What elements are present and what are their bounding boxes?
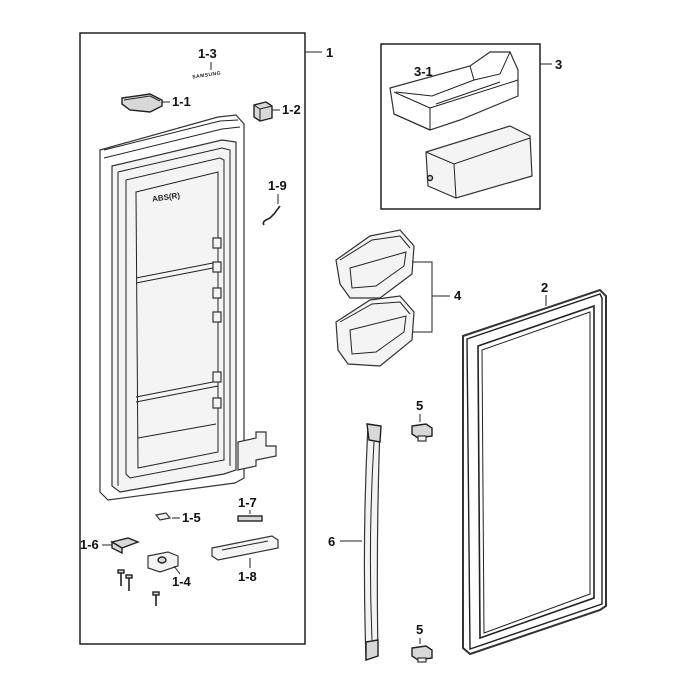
hinge-block-hole xyxy=(157,556,167,564)
label-1-4: 1-4 xyxy=(172,574,192,589)
strip-part xyxy=(237,515,263,522)
gasket-inner-2 xyxy=(481,311,591,634)
gasket-group: 2 xyxy=(462,280,607,656)
hinge-screw-lower-group: 5 xyxy=(411,622,433,663)
label-gasket: 2 xyxy=(541,280,548,295)
label-1-5: 1-5 xyxy=(182,510,201,525)
handle-cap-part xyxy=(211,535,279,561)
hinge-screw-lower xyxy=(411,645,433,661)
bin-clip xyxy=(212,287,222,299)
door-body: ABS(R) xyxy=(99,114,277,501)
label-1-9: 1-9 xyxy=(268,178,287,193)
handle-curve-line xyxy=(369,441,375,641)
label-1-7: 1-7 xyxy=(238,495,257,510)
guard-cover-hole xyxy=(426,174,434,182)
label-screw-upper: 5 xyxy=(416,398,423,413)
door-handle-part xyxy=(363,423,381,661)
screw-head xyxy=(117,569,125,574)
screw-set xyxy=(117,569,160,606)
door-gasket-channel xyxy=(125,157,225,479)
handle-bottom-cap xyxy=(365,639,379,661)
door-assembly-frame xyxy=(79,32,306,645)
label-handle: 6 xyxy=(328,534,335,549)
hinge-cover-part xyxy=(121,93,163,113)
label-1-2: 1-2 xyxy=(282,102,301,117)
door-inner-panel xyxy=(135,171,219,469)
abs-mark: ABS(R) xyxy=(152,191,181,204)
label-3-1: 3-1 xyxy=(414,64,433,79)
door-inner-liner xyxy=(111,139,237,493)
hinge-plate-side xyxy=(111,540,123,555)
door-bin-upper xyxy=(335,229,415,299)
label-1-3: 1-3 xyxy=(198,46,217,61)
door-assembly-group: 1 1-3 SAMSUNG 1-1 1-2 ABS(R) xyxy=(79,32,333,645)
handle-cap-inner xyxy=(221,540,269,551)
samsung-logo-badge: SAMSUNG xyxy=(192,70,222,80)
door-bin-lower-rim xyxy=(339,301,411,355)
bin-clip xyxy=(212,237,222,249)
wire-part xyxy=(262,205,281,226)
label-1-6: 1-6 xyxy=(80,537,99,552)
hinge-cover-detail xyxy=(123,95,161,102)
callout-1-4 xyxy=(173,565,181,575)
label-guard: 3 xyxy=(555,57,562,72)
guard-cover-top xyxy=(425,137,531,199)
label-door: 1 xyxy=(326,45,333,60)
pad-part xyxy=(154,512,172,521)
door-bin-upper-rim xyxy=(339,235,411,289)
label-screw-lower: 5 xyxy=(416,622,423,637)
guard-upper-tray xyxy=(435,81,501,105)
gasket-outer xyxy=(462,288,607,656)
door-bins-group: 4 xyxy=(335,229,462,367)
small-block-top xyxy=(253,104,273,121)
shelf-rail-1 xyxy=(135,261,219,284)
door-top-rail xyxy=(103,119,241,159)
hinge-screw-upper-group: 5 xyxy=(411,398,433,442)
hinge-screw-upper xyxy=(411,423,433,439)
guard-upper-back xyxy=(395,51,511,97)
hinge-screw-upper-shank xyxy=(417,435,427,442)
label-1-1: 1-1 xyxy=(172,94,191,109)
gasket-inner xyxy=(477,304,595,640)
guard-assembly-frame xyxy=(380,43,541,210)
label-bins: 4 xyxy=(454,288,462,303)
bins-bracket xyxy=(412,261,450,333)
handle-group: 6 xyxy=(328,423,382,661)
small-block-part xyxy=(253,101,273,122)
screw-head xyxy=(125,574,133,579)
guard-upper-part xyxy=(389,51,519,131)
guard-cover-part xyxy=(425,125,533,199)
guard-assembly-group: 3 3-1 xyxy=(380,43,562,210)
bin-clip xyxy=(212,311,222,323)
shelf-rail-2 xyxy=(135,380,219,403)
guard-upper-front xyxy=(393,79,519,131)
bin-clip xyxy=(212,261,222,273)
shelf-rail-3 xyxy=(137,423,217,439)
bottom-hinge-bracket xyxy=(237,431,277,471)
hinge-screw-lower-shank xyxy=(417,657,427,663)
door-inner-edge xyxy=(117,147,231,486)
bin-clip xyxy=(212,371,222,383)
gasket-mid xyxy=(466,293,603,650)
handle-top-cap xyxy=(366,423,382,443)
bin-clip xyxy=(212,397,222,409)
door-bin-lower xyxy=(335,295,415,367)
label-1-8: 1-8 xyxy=(238,569,257,584)
screw-head xyxy=(152,591,160,596)
